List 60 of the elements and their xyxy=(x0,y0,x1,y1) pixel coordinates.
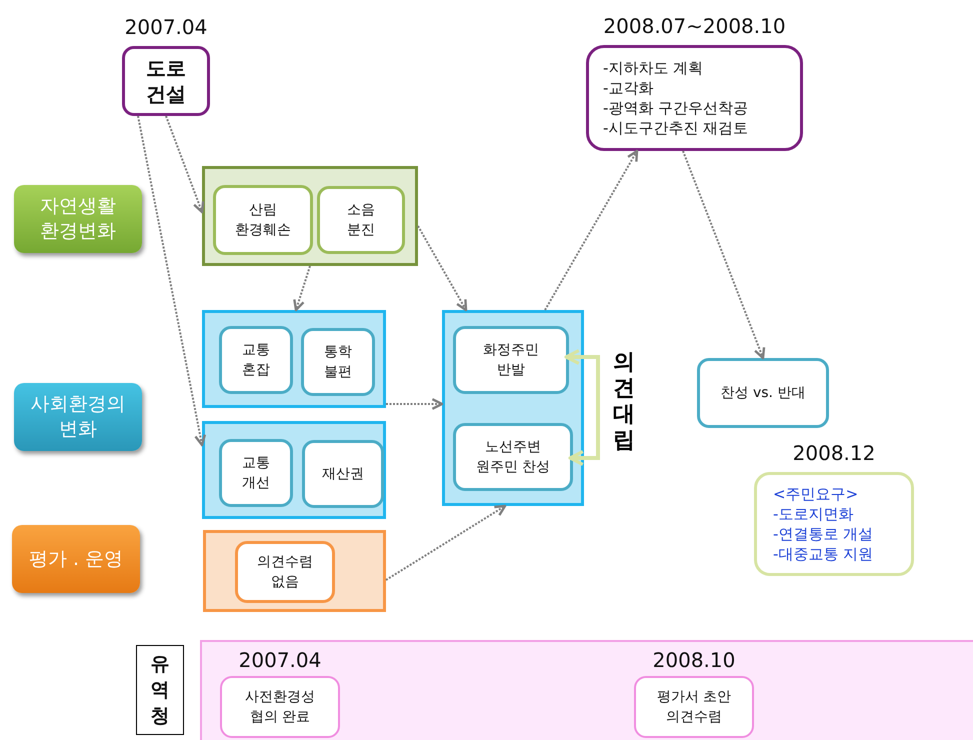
box-text: 의견수렴 없음 xyxy=(256,553,314,592)
box-text: 사회환경의 변화 xyxy=(30,392,126,442)
box-text: -교각화 xyxy=(603,78,654,98)
rounded-box xyxy=(219,326,293,394)
arrow xyxy=(682,150,766,360)
category-button xyxy=(14,185,142,253)
category-button xyxy=(12,525,140,593)
rounded-box xyxy=(301,328,375,396)
date-label: 2008.07~2008.10 xyxy=(603,14,786,38)
group-panel xyxy=(203,530,386,612)
box-text: 노선주변 원주민 찬성 xyxy=(474,438,552,477)
rounded-box xyxy=(317,186,405,254)
box-text: -시도구간추진 재검토 xyxy=(603,118,748,138)
box-text: 화정주민 반발 xyxy=(482,341,540,380)
arrow xyxy=(544,150,638,310)
rounded-box xyxy=(697,358,829,428)
category-button xyxy=(14,383,142,451)
box-text: 평가서 초안 의견수렴 xyxy=(656,688,732,727)
group-panel xyxy=(442,310,584,506)
date-label: 2007.04 xyxy=(124,15,208,39)
rounded-box xyxy=(213,185,313,255)
box-text: 사전환경성 협의 완료 xyxy=(244,688,316,727)
box-text: 도로 건설 xyxy=(145,55,187,107)
box-text: -대중교통 지원 xyxy=(773,544,874,564)
box-text: 교통 혼잡 xyxy=(241,341,271,380)
edge-label: 의견대립 xyxy=(612,350,636,454)
timeline-band xyxy=(200,640,973,740)
rounded-box xyxy=(453,423,573,491)
box-text: 통학 불편 xyxy=(323,343,353,382)
arrow xyxy=(385,504,506,581)
arrow xyxy=(564,349,600,466)
rounded-box xyxy=(219,439,293,507)
date-label: 2008.10 xyxy=(652,648,736,672)
box-text: 자연생활 환경변화 xyxy=(39,194,117,244)
box-text: 평가 . 운영 xyxy=(28,546,124,572)
rounded-box xyxy=(302,440,384,508)
box-text: 유역청 xyxy=(150,652,170,729)
group-panel xyxy=(202,310,386,408)
date-label: 2008.12 xyxy=(792,441,876,465)
rounded-box xyxy=(235,541,335,603)
box-text: 찬성 vs. 반대 xyxy=(720,384,806,403)
box-text: <주민요구> xyxy=(773,484,858,504)
group-panel xyxy=(202,421,386,519)
box-text: -지하차도 계획 xyxy=(603,58,704,78)
box-text: 교통 개선 xyxy=(241,454,271,493)
label-box xyxy=(136,645,184,735)
arrow xyxy=(165,116,204,214)
box-text: 재산권 xyxy=(321,465,365,484)
group-panel xyxy=(202,166,418,266)
box-text: 소음 분진 xyxy=(346,201,376,240)
arrow xyxy=(293,266,311,312)
rounded-box xyxy=(453,326,569,394)
box-text: 산림 환경훼손 xyxy=(234,201,292,240)
box-text: -연결통로 개설 xyxy=(773,524,874,544)
arrow xyxy=(137,116,206,446)
box-text: -광역화 구간우선착공 xyxy=(603,98,748,118)
arrow xyxy=(417,226,468,312)
arrow xyxy=(386,398,444,410)
date-label: 2007.04 xyxy=(238,648,322,672)
box-text: -도로지면화 xyxy=(773,504,854,524)
